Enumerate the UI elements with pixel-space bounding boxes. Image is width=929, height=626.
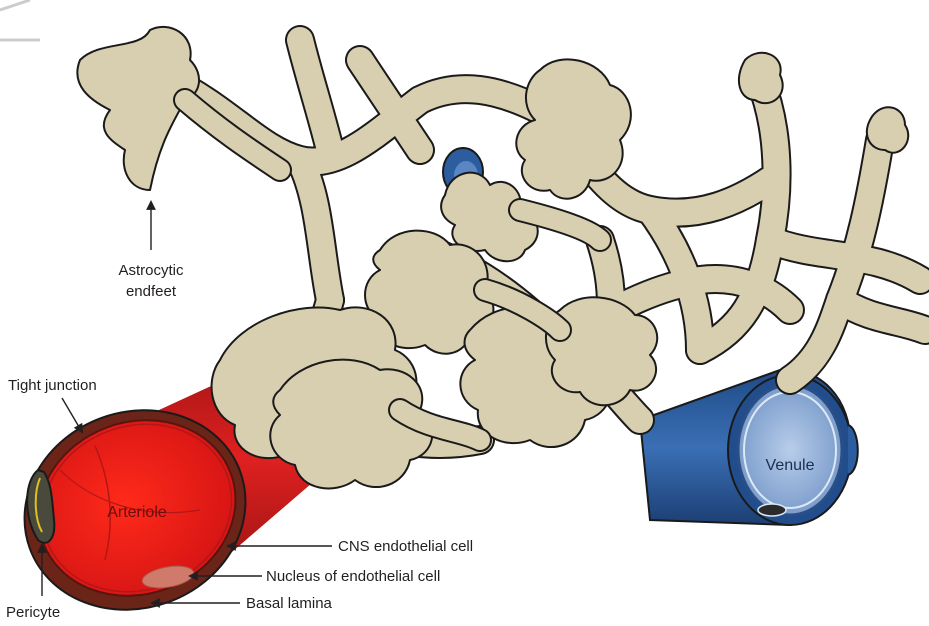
label-venule: Venule: [766, 457, 815, 474]
label-arteriole: Arteriole: [107, 504, 167, 521]
corner-decoration: [0, 0, 40, 40]
label-nucleus: Nucleus of endothelial cell: [266, 568, 440, 585]
label-astrocytic-line1: Astrocytic: [118, 262, 184, 279]
tight-junction-arrow: [62, 398, 82, 432]
label-astrocytic-line2: endfeet: [126, 283, 177, 300]
label-pericyte: Pericyte: [6, 604, 60, 621]
label-tight-junction: Tight junction: [8, 377, 97, 394]
label-basal-lamina: Basal lamina: [246, 595, 333, 612]
venule-vessel: [640, 370, 858, 525]
label-cns-endothelial-cell: CNS endothelial cell: [338, 538, 473, 555]
